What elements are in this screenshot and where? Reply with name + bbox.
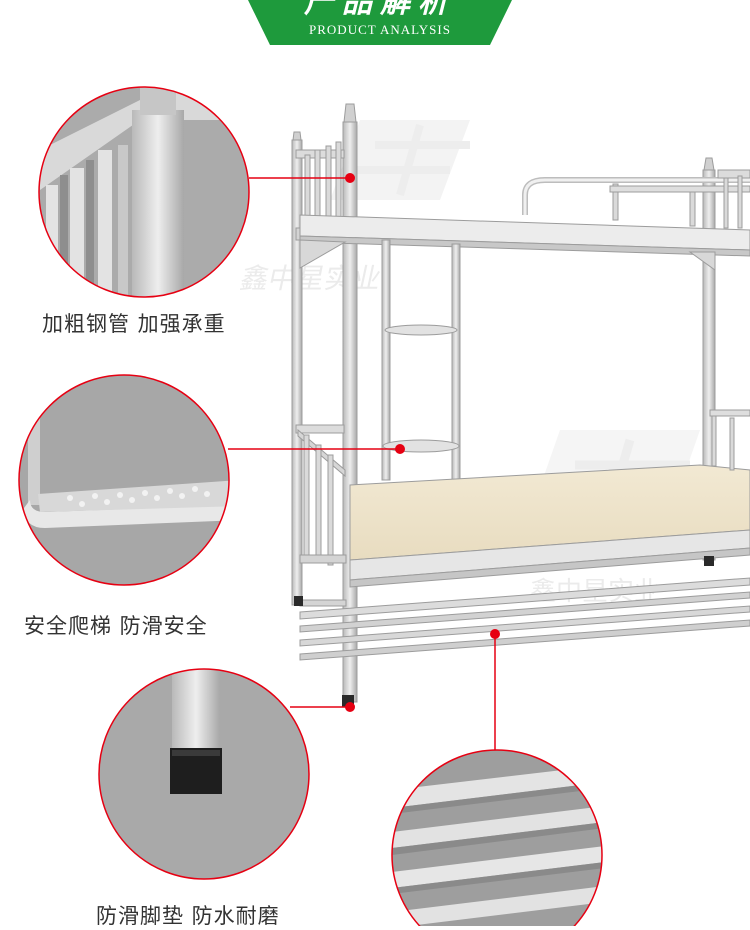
- caption-foot-pad: 防滑脚垫 防水耐磨: [96, 904, 280, 928]
- banner-subtitle: PRODUCT ANALYSIS: [309, 22, 451, 37]
- callout-dots: [345, 173, 500, 712]
- detail-circle-bed-slats: [391, 749, 603, 926]
- detail-circle-foot-pad: [98, 668, 310, 880]
- svg-text:鑫中星实业: 鑫中星实业: [237, 262, 384, 295]
- caption-steel-tube: 加粗钢管 加强承重: [42, 312, 226, 336]
- detail-circle-ladder-step: [18, 374, 230, 586]
- caption-ladder: 安全爬梯 防滑安全: [24, 614, 208, 638]
- bunk-bed: [291, 103, 750, 707]
- banner-title: 产品解析: [304, 0, 456, 20]
- callout-lines: [228, 177, 496, 750]
- detail-circle-steel-tube: [38, 86, 250, 298]
- banner-shape: [248, 0, 512, 45]
- section-banner: 产品解析 PRODUCT ANALYSIS: [248, 0, 512, 45]
